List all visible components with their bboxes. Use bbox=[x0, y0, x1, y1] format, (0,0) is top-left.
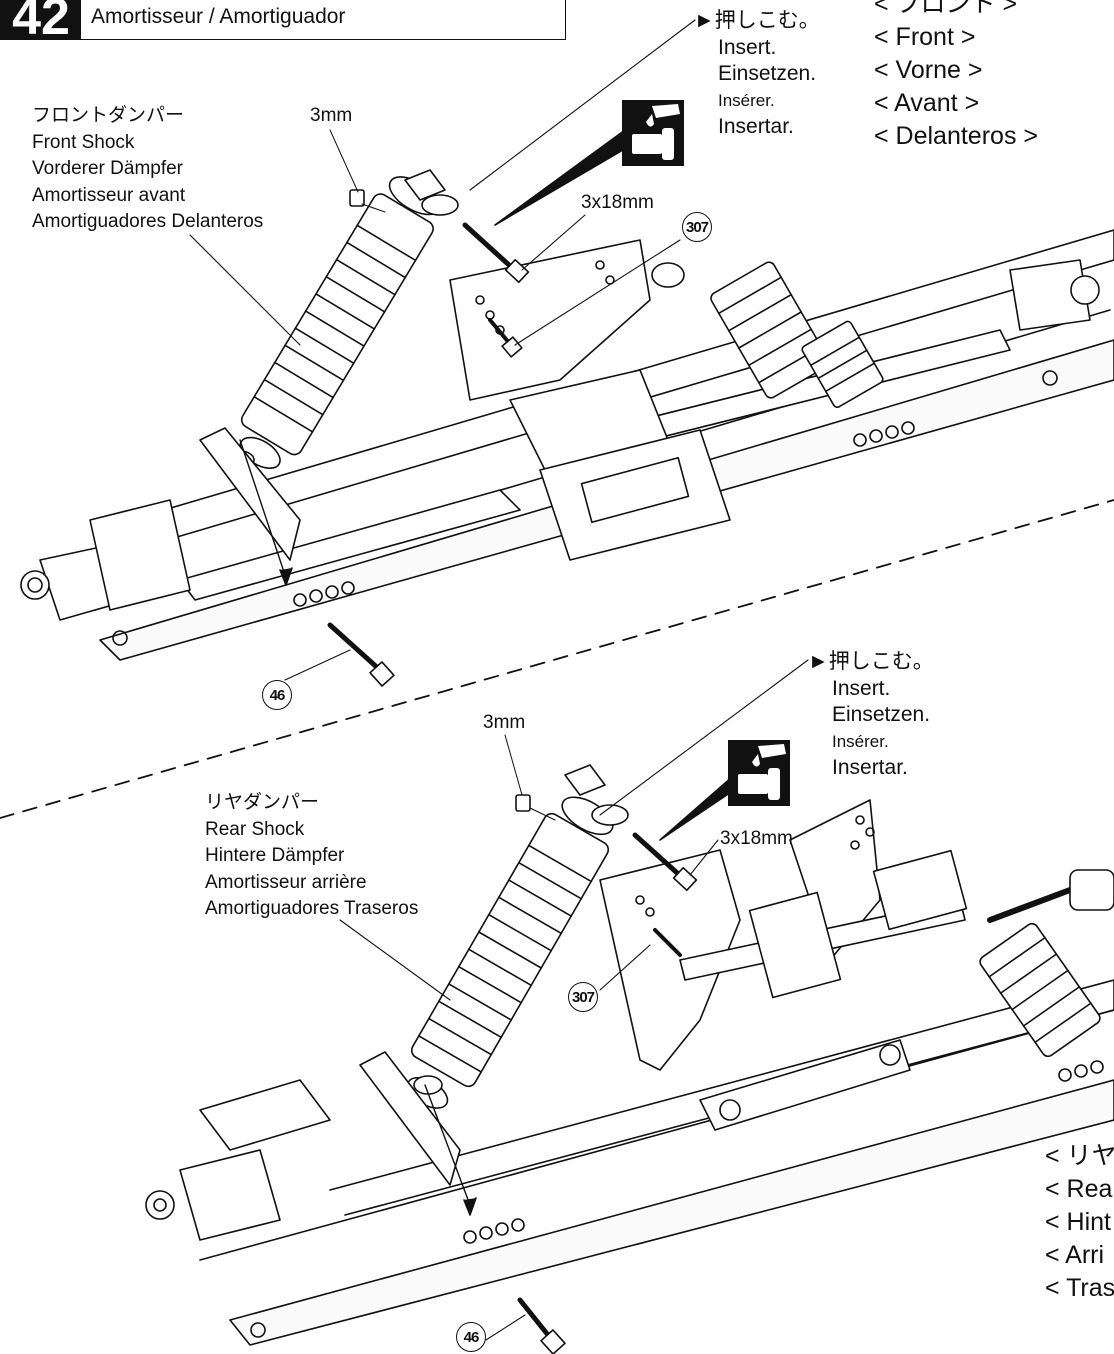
front-section-label-en: < Front > bbox=[874, 23, 976, 51]
rear-section-label-de: < Hint bbox=[1045, 1208, 1112, 1236]
rear-section-label-fr: < Arri bbox=[1045, 1241, 1105, 1269]
front-shock-label-en: Front Shock bbox=[32, 131, 135, 153]
rear-insert-de: Einsetzen. bbox=[832, 703, 931, 726]
front-section-label-ja: < フロント > bbox=[874, 0, 1018, 18]
front-section-labels: < フロント > < Front > < Vorne > < Avant > <… bbox=[874, 0, 1038, 153]
rear-screw-size: 3x18mm bbox=[720, 828, 793, 849]
rear-section-labels: < リヤ < Rea < Hint < Arri < Tras bbox=[1045, 1140, 1114, 1305]
front-insert-instructions: ►押しこむ。 Insert. Einsetzen. Insérer. Inser… bbox=[694, 8, 820, 141]
front-shock-label-es: Amortiguadores Delanteros bbox=[32, 211, 264, 232]
front-insert-ja: ►押しこむ。 bbox=[694, 9, 820, 32]
rear-shock-label-es: Amortiguadores Traseros bbox=[205, 898, 419, 919]
rear-shock-label-ja: リヤダンパー bbox=[205, 792, 320, 813]
step-title: Amortisseur / Amortiguador bbox=[91, 5, 346, 28]
rear-shock-label: リヤダンパー Rear Shock Hintere Dämpfer Amorti… bbox=[205, 790, 418, 923]
front-section-label-fr: < Avant > bbox=[874, 89, 980, 117]
rear-thread-lock-glue-icon bbox=[728, 740, 790, 806]
front-insert-en: Insert. bbox=[718, 35, 777, 59]
rear-section-label-ja: < リヤ bbox=[1045, 1142, 1114, 1170]
section-divider bbox=[0, 499, 1114, 819]
rear-insert-es: Insertar. bbox=[832, 756, 908, 779]
front-chassis bbox=[20, 229, 1114, 661]
front-part-number-upper: 307 bbox=[682, 212, 712, 242]
rear-shock-label-en: Rear Shock bbox=[205, 818, 305, 840]
front-screw-size: 3x18mm bbox=[581, 192, 654, 213]
front-section-label-es: < Delanteros > bbox=[874, 122, 1038, 150]
rear-shock-label-de: Hintere Dämpfer bbox=[205, 845, 345, 866]
step-number: 42 bbox=[1, 0, 81, 43]
front-shock-left bbox=[199, 169, 459, 561]
front-shock-label-de: Vorderer Dämpfer bbox=[32, 158, 184, 179]
front-shock-label-ja: フロントダンパー bbox=[32, 105, 185, 126]
rear-nut-size: 3mm bbox=[483, 712, 526, 733]
rear-section-label-en: < Rea bbox=[1045, 1175, 1113, 1203]
front-nut-size: 3mm bbox=[310, 105, 353, 126]
front-section-label-de: < Vorne > bbox=[874, 56, 983, 84]
front-part-number-lower: 46 bbox=[262, 680, 292, 710]
rear-insert-fr: Insérer. bbox=[832, 731, 889, 751]
rear-part-number-lower: 46 bbox=[456, 1322, 486, 1352]
front-shock-right bbox=[651, 261, 884, 408]
front-insert-fr: Insérer. bbox=[718, 90, 775, 110]
front-shock-label: フロントダンパー Front Shock Vorderer Dämpfer Am… bbox=[32, 103, 263, 236]
rear-insert-en: Insert. bbox=[832, 676, 891, 700]
rear-shock-label-fr: Amortisseur arrière bbox=[205, 871, 367, 893]
rear-section-label-es: < Tras bbox=[1045, 1274, 1114, 1302]
front-hardware bbox=[189, 19, 696, 687]
step-header: 42 Amortisseur / Amortiguador bbox=[0, 0, 566, 43]
rear-insert-instructions: ►押しこむ。 Insert. Einsetzen. Insérer. Inser… bbox=[808, 649, 934, 782]
front-insert-de: Einsetzen. bbox=[718, 62, 817, 85]
rear-chassis bbox=[145, 799, 1114, 1346]
front-shock-label-fr: Amortisseur avant bbox=[32, 184, 186, 206]
rear-part-number-upper: 307 bbox=[568, 982, 598, 1012]
thread-lock-glue-icon bbox=[622, 100, 684, 166]
front-insert-es: Insertar. bbox=[718, 115, 794, 138]
rear-insert-ja: ►押しこむ。 bbox=[808, 650, 934, 673]
